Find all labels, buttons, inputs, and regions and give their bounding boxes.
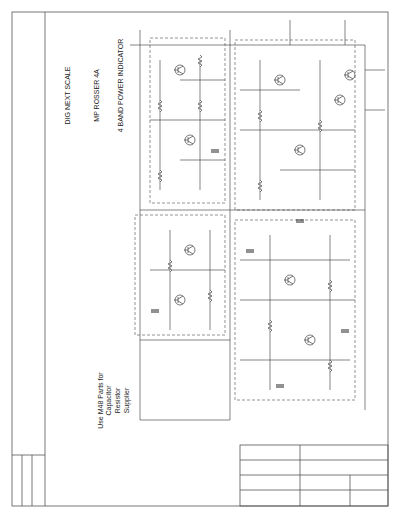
wire — [240, 260, 350, 261]
subcircuit-outline — [235, 220, 355, 400]
wire — [270, 235, 271, 390]
transistor-leads — [304, 336, 313, 344]
transistor-leads — [284, 276, 293, 284]
wire — [345, 20, 346, 45]
capacitor-symbol — [246, 250, 254, 252]
resistor-symbol — [258, 110, 262, 122]
note-text: Capacitor — [106, 384, 113, 416]
wire — [365, 45, 366, 410]
title-line — [240, 490, 388, 491]
wire — [200, 60, 201, 190]
resistor-symbol — [328, 280, 332, 292]
frame-line — [22, 455, 23, 506]
capacitor-symbol — [151, 310, 159, 312]
wire — [210, 230, 211, 330]
title-block — [240, 445, 388, 506]
wire — [240, 90, 300, 91]
note-text: Use M48 Parts for — [96, 371, 103, 429]
wire — [240, 300, 355, 301]
subcircuit-outline — [135, 215, 225, 335]
wire — [240, 360, 350, 361]
wire — [130, 45, 365, 46]
transistor-leads — [174, 66, 183, 74]
wire — [140, 420, 230, 421]
subcircuit-outline — [235, 40, 355, 210]
wire — [280, 170, 355, 171]
resistor-symbol — [198, 100, 202, 112]
transistor-leads — [174, 296, 183, 304]
resistor-symbol — [328, 360, 332, 372]
frame-line — [45, 12, 46, 506]
wire — [240, 130, 355, 131]
resistor-symbol — [158, 170, 162, 182]
transistor-symbol — [175, 295, 185, 305]
wire — [290, 20, 291, 45]
frame-line — [32, 455, 33, 506]
title-line — [240, 460, 388, 461]
transistor-leads — [184, 136, 193, 144]
note-text: Resistor — [115, 386, 122, 414]
transistor-symbol — [335, 95, 345, 105]
resistor-symbol — [168, 260, 172, 272]
wire — [150, 270, 225, 271]
wire — [140, 340, 230, 341]
capacitor-symbol — [341, 330, 349, 332]
transistor-symbol — [185, 245, 195, 255]
wire — [140, 30, 141, 420]
sheet-frame — [12, 12, 388, 506]
note-text: Supplier — [124, 386, 131, 414]
wire — [170, 230, 171, 330]
capacitor-symbol — [211, 150, 219, 152]
wire — [365, 70, 385, 71]
transistor-leads — [334, 96, 343, 104]
resistor-symbol — [268, 320, 272, 332]
subcircuit-outline — [150, 38, 225, 203]
transistor-symbol — [305, 335, 315, 345]
transistor-leads — [294, 146, 303, 154]
transistor-symbol — [295, 145, 305, 155]
transistor-leads — [274, 76, 283, 84]
note-text: MP ROSSER 4A — [92, 68, 99, 122]
wire — [180, 80, 225, 81]
transistor-symbol — [345, 70, 355, 80]
wire — [260, 60, 261, 200]
frame-line — [12, 455, 45, 456]
capacitor-symbol — [296, 220, 304, 222]
resistor-symbol — [258, 180, 262, 192]
transistor-symbol — [175, 65, 185, 75]
note-text: 4 BAND POWER INDICATOR — [117, 37, 124, 132]
resistor-symbol — [158, 100, 162, 112]
resistor-symbol — [318, 120, 322, 132]
transistor-symbol — [275, 75, 285, 85]
wire — [180, 160, 225, 161]
title-line — [240, 475, 388, 476]
note-text: DIG NEXT SCALE — [65, 65, 72, 125]
transistor-symbol — [185, 135, 195, 145]
transistor-symbol — [285, 275, 295, 285]
wire — [140, 210, 365, 211]
resistor-symbol — [198, 55, 202, 67]
wire — [230, 30, 231, 420]
wire — [150, 120, 225, 121]
resistor-symbol — [208, 290, 212, 302]
title-line — [350, 475, 351, 506]
capacitor-symbol — [276, 385, 284, 387]
title-line — [300, 445, 301, 506]
transistor-leads — [344, 71, 353, 79]
wire — [365, 110, 385, 111]
transistor-leads — [184, 246, 193, 254]
